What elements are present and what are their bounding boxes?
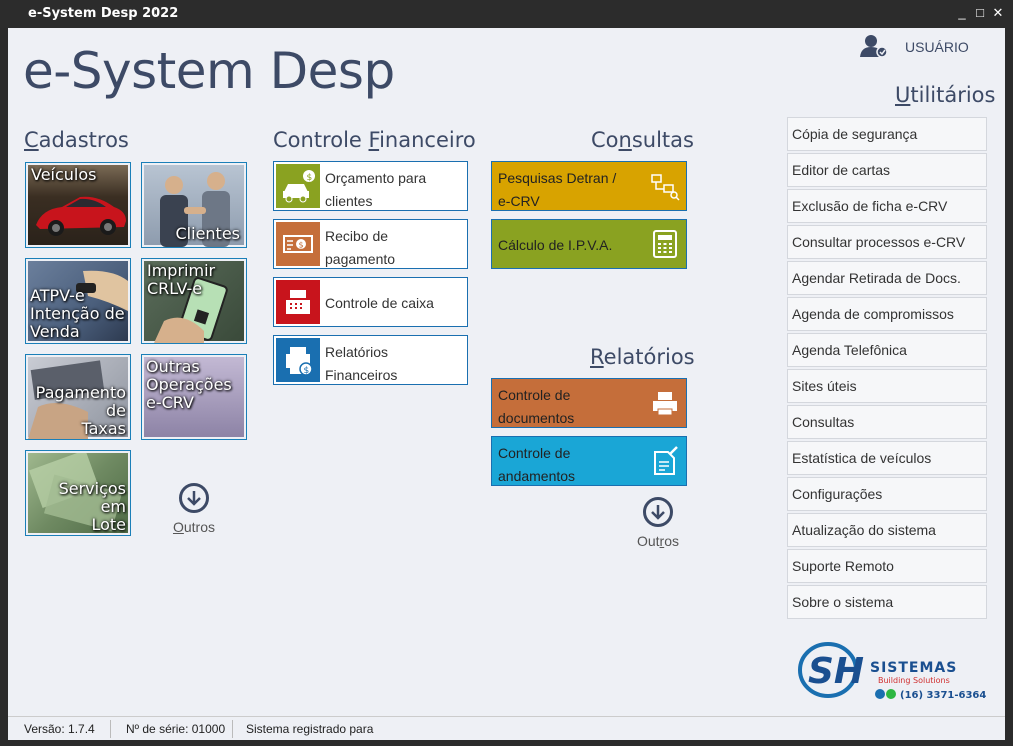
company-logo: SH SISTEMAS Building Solutions (16) 3371… <box>798 638 988 703</box>
util-editor-cartas[interactable]: Editor de cartas <box>787 153 987 187</box>
util-copia-seguranca[interactable]: Cópia de segurança <box>787 117 987 151</box>
svg-text:$: $ <box>304 366 310 376</box>
calculo-ipva-button[interactable]: Cálculo de I.P.V.A. <box>491 219 687 269</box>
receipt-image <box>28 357 128 439</box>
phone-image <box>144 261 244 343</box>
car-image <box>28 165 128 245</box>
printer-icon <box>653 392 677 416</box>
util-estatistica-veiculos[interactable]: Estatística de veículos <box>787 441 987 475</box>
tile-veiculos[interactable]: Veículos <box>25 162 131 248</box>
status-bar: Versão: 1.7.4 Nº de série: 01000 Sistema… <box>8 716 1005 740</box>
network-search-icon <box>651 174 680 201</box>
section-consultas: Consultas <box>591 128 694 152</box>
cash-register-icon <box>276 280 320 324</box>
util-agendar-retirada[interactable]: Agendar Retirada de Docs. <box>787 261 987 295</box>
version-text: Versão: 1.7.4 <box>24 722 95 736</box>
util-suporte-remoto[interactable]: Suporte Remoto <box>787 549 987 583</box>
handshake-image <box>144 165 244 247</box>
tile-label: Clientes <box>175 224 241 243</box>
pesquisas-detran-button[interactable]: Pesquisas Detran /e-CRV <box>491 161 687 211</box>
printer-money-icon: $ <box>276 338 320 382</box>
svg-text:SH: SH <box>808 651 864 692</box>
controle-caixa-label: Controle de caixa <box>325 295 434 311</box>
svg-text:(16) 3371-6364: (16) 3371-6364 <box>900 690 986 701</box>
maximize-button[interactable]: □ <box>976 5 984 20</box>
util-agenda-telefonica[interactable]: Agenda Telefônica <box>787 333 987 367</box>
arrow-down-circle-icon <box>179 483 209 513</box>
app-title: e-System Desp <box>23 42 395 100</box>
util-exclusao-ficha[interactable]: Exclusão de ficha e-CRV <box>787 189 987 223</box>
svg-text:$: $ <box>299 241 304 250</box>
user-icon <box>860 35 888 58</box>
cityscape-image <box>144 357 244 437</box>
title-bar: e-System Desp 2022 :: _ □ ✕ <box>0 0 1013 28</box>
car-money-icon: $ <box>276 164 320 208</box>
outros-button-cadastros[interactable]: Outros <box>170 483 218 535</box>
svg-text:$: $ <box>307 173 313 183</box>
documents-image <box>28 453 128 533</box>
keys-image <box>28 261 128 341</box>
util-sobre-sistema[interactable]: Sobre o sistema <box>787 585 987 619</box>
section-financeiro: Controle Financeiro <box>273 128 476 152</box>
tile-label: Veículos <box>31 165 97 184</box>
util-consultas[interactable]: Consultas <box>787 405 987 439</box>
close-button[interactable]: ✕ <box>992 5 1004 20</box>
controle-caixa-button[interactable]: Controle de caixa <box>273 277 468 327</box>
util-sites-uteis[interactable]: Sites úteis <box>787 369 987 403</box>
outros-button-relatorios[interactable]: Outros <box>632 497 684 549</box>
pesquisas-detran-label: Pesquisas Detran /e-CRV <box>498 170 617 209</box>
section-cadastros: Cadastros <box>24 128 129 152</box>
outros-label: Outros <box>636 533 680 549</box>
tile-clientes[interactable]: Clientes <box>141 162 247 248</box>
minimize-button[interactable]: _ <box>958 5 966 20</box>
calculator-icon <box>653 230 677 258</box>
document-edit-icon <box>654 446 678 475</box>
util-agenda-compromissos[interactable]: Agenda de compromissos <box>787 297 987 331</box>
main-panel: e-System Desp USUÁRIO Cadastros Controle… <box>8 28 1005 716</box>
outros-label: Outros <box>172 519 215 535</box>
svg-text:SISTEMAS: SISTEMAS <box>870 660 957 676</box>
window-title: e-System Desp 2022 <box>28 6 179 21</box>
arrow-down-circle-icon <box>643 497 673 527</box>
section-utilitarios: Utilitários <box>895 83 996 107</box>
util-atualizacao-sistema[interactable]: Atualização do sistema <box>787 513 987 547</box>
receipt-icon: $ <box>276 222 320 266</box>
util-consultar-processos[interactable]: Consultar processos e-CRV <box>787 225 987 259</box>
grip-icon: :: <box>151 6 158 18</box>
serial-text: Nº de série: 01000 <box>126 722 226 736</box>
calculo-ipva-label: Cálculo de I.P.V.A. <box>498 237 613 253</box>
user-label: USUÁRIO <box>905 39 969 55</box>
registration-text: Sistema registrado para <box>246 722 374 736</box>
svg-text:Building Solutions: Building Solutions <box>878 676 950 685</box>
util-configuracoes[interactable]: Configurações <box>787 477 987 511</box>
section-relatorios: Relatórios <box>590 345 695 369</box>
